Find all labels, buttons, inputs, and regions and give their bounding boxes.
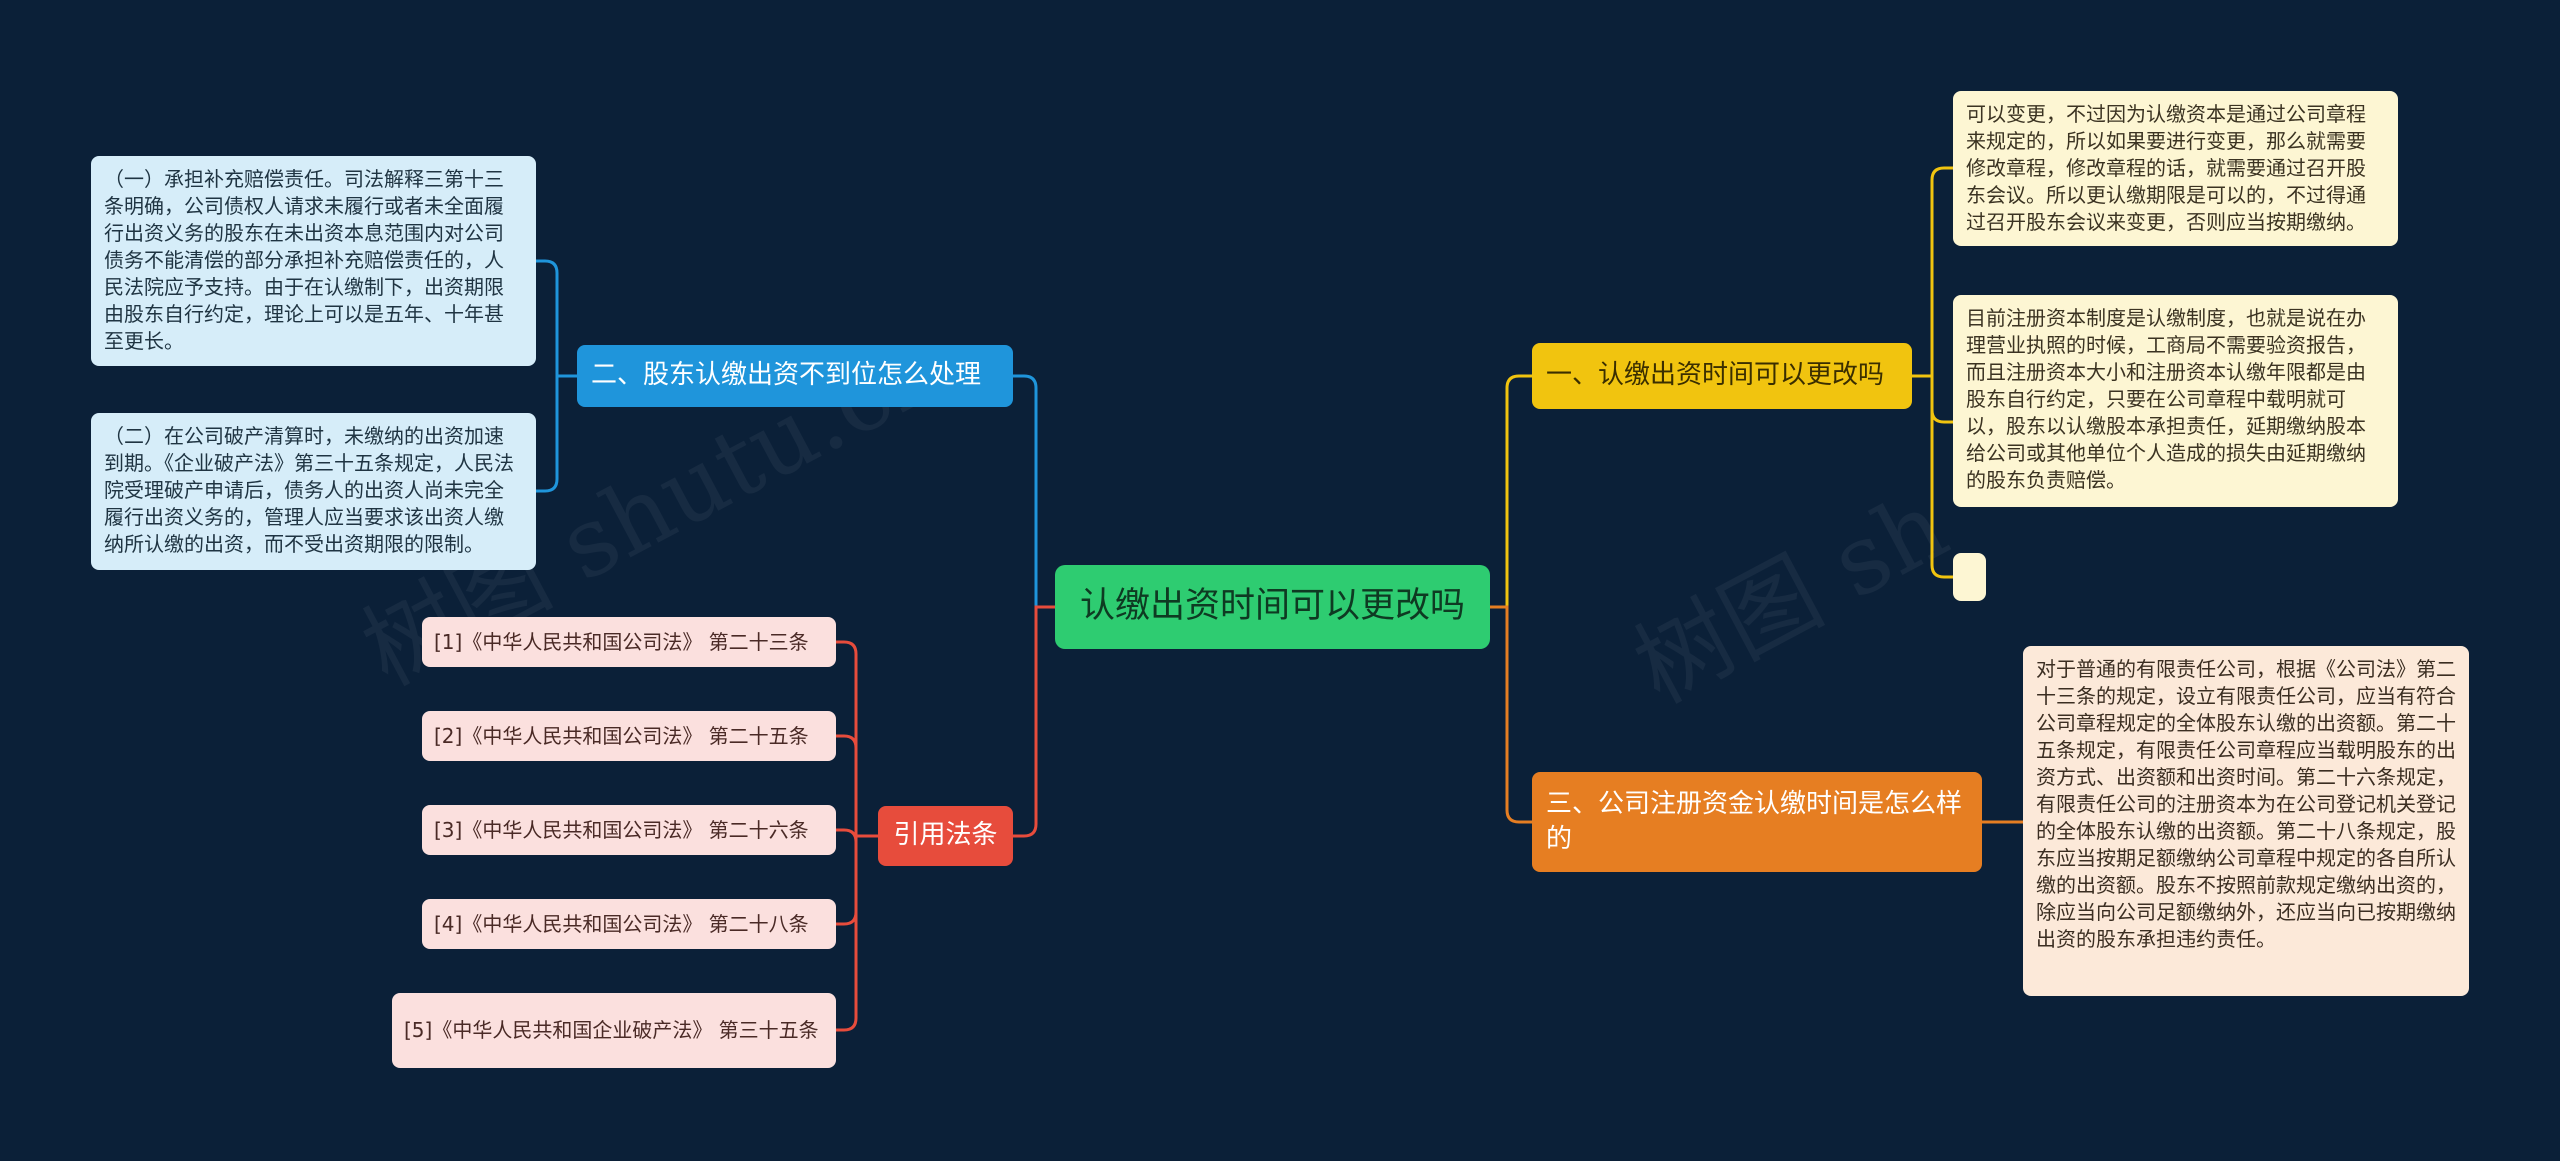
leaf-change-time-3[interactable] xyxy=(1953,553,1986,601)
connector-b4-ref-5 xyxy=(836,834,878,1032)
branch-registered-capital-time-label: 三、公司注册资金认缴时间是怎么样的 xyxy=(1546,788,1963,854)
ref-item-4-text: [4]《中华人民共和国公司法》 第二十八条 xyxy=(434,911,809,936)
branch-change-time[interactable]: 一、认缴出资时间可以更改吗 xyxy=(1532,343,1912,409)
ref-item-1[interactable]: [1]《中华人民共和国公司法》 第二十三条 xyxy=(422,617,836,667)
branch-cited-laws[interactable]: 引用法条 xyxy=(878,806,1013,866)
ref-item-2[interactable]: [2]《中华人民共和国公司法》 第二十五条 xyxy=(422,711,836,761)
ref-item-3[interactable]: [3]《中华人民共和国公司法》 第二十六条 xyxy=(422,805,836,855)
ref-item-4[interactable]: [4]《中华人民共和国公司法》 第二十八条 xyxy=(422,899,836,949)
leaf-shareholder-default-1[interactable]: （一）承担补充赔偿责任。司法解释三第十三条明确，公司债权人请求未履行或者未全面履… xyxy=(91,156,536,366)
watermark-right: 树图 sh xyxy=(1617,469,1965,725)
leaf-registered-capital-1[interactable]: 对于普通的有限责任公司，根据《公司法》第二十三条的规定，设立有限责任公司，应当有… xyxy=(2023,646,2469,996)
connector-b1-leaf-1 xyxy=(1912,166,1953,378)
connector-b2-leaf-1 xyxy=(536,259,577,378)
leaf-shareholder-default-2[interactable]: （二）在公司破产清算时，未缴纳的出资加速到期。《企业破产法》第三十五条规定，人民… xyxy=(91,413,536,570)
leaf-change-time-2[interactable]: 目前注册资本制度是认缴制度，也就是说在办理营业执照的时候，工商局不需要验资报告，… xyxy=(1953,295,2398,507)
connector-root-b2 xyxy=(1013,374,1055,609)
leaf-registered-capital-1-text: 对于普通的有限责任公司，根据《公司法》第二十三条的规定，设立有限责任公司，应当有… xyxy=(2036,657,2456,951)
branch-cited-laws-label: 引用法条 xyxy=(893,820,998,851)
connector-b4-ref-2 xyxy=(836,734,878,838)
branch-shareholder-default[interactable]: 二、股东认缴出资不到位怎么处理 xyxy=(577,345,1013,407)
root-topic-label: 认缴出资时间可以更改吗 xyxy=(1079,586,1465,627)
ref-item-3-text: [3]《中华人民共和国公司法》 第二十六条 xyxy=(434,817,809,842)
ref-item-2-text: [2]《中华人民共和国公司法》 第二十五条 xyxy=(434,723,809,748)
ref-item-5[interactable]: [5]《中华人民共和国企业破产法》 第三十五条 xyxy=(392,993,836,1068)
connector-b4-ref-1 xyxy=(836,640,878,838)
leaf-shareholder-default-2-text: （二）在公司破产清算时，未缴纳的出资加速到期。《企业破产法》第三十五条规定，人民… xyxy=(104,424,514,556)
branch-shareholder-default-label: 二、股东认缴出资不到位怎么处理 xyxy=(591,360,982,391)
connector-root-b1 xyxy=(1490,374,1532,609)
ref-item-1-text: [1]《中华人民共和国公司法》 第二十三条 xyxy=(434,629,809,654)
leaf-change-time-1-text: 可以变更，不过因为认缴资本是通过公司章程来规定的，所以如果要进行变更，那么就需要… xyxy=(1966,102,2366,234)
branch-change-time-label: 一、认缴出资时间可以更改吗 xyxy=(1546,360,1885,391)
connector-b4-ref-3 xyxy=(836,828,878,843)
connector-root-b3 xyxy=(1490,605,1532,824)
root-topic[interactable]: 认缴出资时间可以更改吗 xyxy=(1055,565,1490,649)
connector-b4-ref-4 xyxy=(836,834,878,926)
leaf-change-time-2-text: 目前注册资本制度是认缴制度，也就是说在办理营业执照的时候，工商局不需要验资报告，… xyxy=(1966,306,2366,492)
leaf-shareholder-default-1-text: （一）承担补充赔偿责任。司法解释三第十三条明确，公司债权人请求未履行或者未全面履… xyxy=(104,167,504,353)
connector-root-b4 xyxy=(1013,605,1055,838)
ref-item-5-text: [5]《中华人民共和国企业破产法》 第三十五条 xyxy=(404,1018,819,1042)
branch-registered-capital-time[interactable]: 三、公司注册资金认缴时间是怎么样的 xyxy=(1532,772,1982,872)
connector-b1-leaf-2 xyxy=(1912,374,1953,424)
connector-b2-leaf-2 xyxy=(536,374,577,493)
leaf-change-time-1[interactable]: 可以变更，不过因为认缴资本是通过公司章程来规定的，所以如果要进行变更，那么就需要… xyxy=(1953,91,2398,246)
connector-b1-leaf-3 xyxy=(1912,374,1953,579)
